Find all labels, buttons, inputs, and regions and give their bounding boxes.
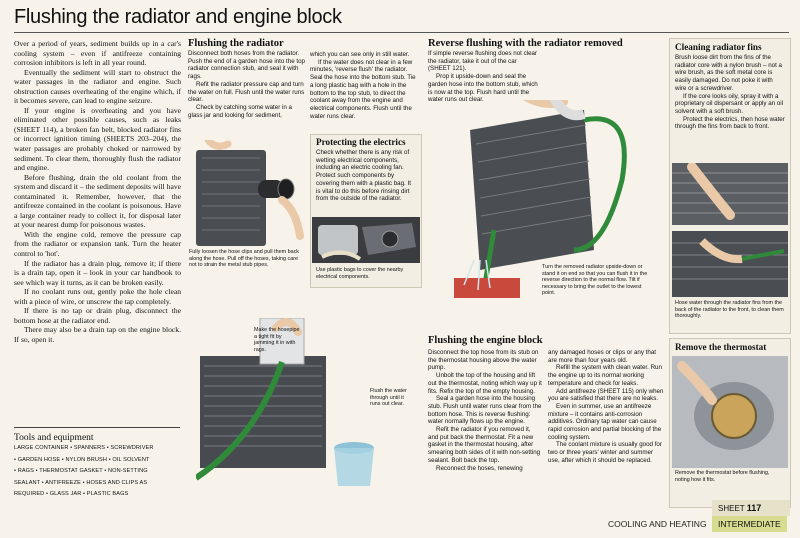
tools-list: LARGE CONTAINER • SPANNERS • SCREWDRIVER…: [14, 443, 180, 501]
sheet-label: SHEET: [718, 504, 745, 513]
intro-paragraph: If your engine is overheating and you ha…: [14, 105, 181, 173]
intro-paragraph: There may also be a drain tap on the eng…: [14, 325, 181, 344]
reverse-flushing-section: Reverse flushing with the radiator remov…: [428, 38, 648, 104]
intro-paragraph: Before flushing, drain the old coolant f…: [14, 172, 181, 230]
thermostat-caption: Remove the thermostat before flushing, n…: [675, 470, 770, 483]
flush-caption: Flush the water through until it runs ou…: [370, 388, 407, 408]
engine-bay-illustration: [312, 217, 420, 263]
hosepipe-caption: Make the hosepipe a tight fit by jamming…: [254, 327, 300, 353]
paragraph: which you can see only in still water.: [310, 51, 410, 58]
paragraph: Refit the radiator pressure cap and turn…: [188, 80, 305, 104]
protecting-caption: Use plastic bags to cover the nearby ele…: [316, 267, 404, 280]
intro-paragraph: If the radiator has a drain plug, remove…: [14, 258, 181, 287]
tools-line: • RAGS • THERMOSTAT GASKET • NON-SETTING: [14, 468, 148, 475]
protecting-electrics-box: Protecting the electrics Check whether t…: [310, 134, 422, 288]
reverse-flushing-text: If simple reverse flushing does not clea…: [428, 50, 538, 104]
radiator-hoses-illustration: [196, 140, 304, 246]
paragraph: Disconnect both hoses from the radiator.…: [188, 50, 305, 81]
difficulty-level-badge: INTERMEDIATE: [712, 516, 787, 532]
thermostat-heading: Remove the thermostat: [675, 342, 767, 352]
reverse-flushing-heading: Reverse flushing with the radiator remov…: [428, 38, 623, 49]
hoses-caption: Fully loosen the hose clips and pull the…: [189, 249, 299, 269]
engine-block-text-col1: Disconnect the top hose from its stub on…: [428, 349, 542, 472]
intro-paragraph: Over a period of years, sediment builds …: [14, 39, 181, 68]
thermostat-box: Remove the thermostat Remove the thermos…: [669, 338, 791, 508]
flushing-radiator-text-col2: which you can see only in still water. I…: [310, 51, 418, 120]
tools-line: REQUIRED • GLASS JAR • PLASTIC BAGS: [14, 491, 129, 498]
tools-heading: Tools and equipment: [14, 433, 94, 443]
sheet-number: 117: [746, 503, 762, 513]
paragraph: If the core looks oily, spray it with a …: [675, 92, 783, 115]
intro-paragraph: If no coolant runs out, gently poke the …: [14, 287, 181, 306]
paragraph: any damaged hoses or clips or any that a…: [548, 349, 657, 364]
intro-paragraph: With the engine cold, remove the pressur…: [14, 229, 181, 259]
flushing-radiator-section: Flushing the radiator Disconnect both ho…: [188, 38, 308, 119]
intro-paragraph: Eventually the sediment will start to ob…: [14, 67, 181, 106]
reverse-flush-caption: Turn the removed radiator upside-down or…: [542, 264, 648, 297]
fins-text: Brush loose dirt from the fins of the ra…: [670, 52, 790, 133]
engine-block-section: Flushing the engine block: [428, 335, 664, 346]
paragraph: Even in summer, use an antifreeze mixtur…: [548, 402, 662, 441]
sheet-number-badge: SHEET 117: [712, 500, 790, 516]
fins-hose-illustration: [672, 231, 788, 297]
hosepipe-radiator-illustration: [196, 318, 374, 486]
page-title: Flushing the radiator and engine block: [14, 6, 342, 28]
protecting-text: Check whether there is any risk of wetti…: [311, 147, 421, 205]
cleaning-fins-box: Cleaning radiator fins Brush loose dirt …: [669, 38, 791, 334]
fins-brush-illustration: [672, 163, 788, 225]
page-footer: SHEET 117 COOLING AND HEATING INTERMEDIA…: [608, 500, 790, 532]
tools-line: • GARDEN HOSE • NYLON BRUSH • OIL SOLVEN…: [14, 456, 150, 463]
paragraph: Add antifreeze (SHEET 115) only when you…: [548, 387, 664, 403]
paragraph: If the water does not clear in a few min…: [310, 58, 416, 120]
protecting-heading: Protecting the electrics: [316, 137, 406, 147]
paragraph: If simple reverse flushing does not clea…: [428, 50, 538, 73]
paragraph: Refill the system with clean water. Run …: [548, 364, 662, 387]
fins-heading: Cleaning radiator fins: [675, 42, 762, 52]
paragraph: Reconnect the hoses, renewing: [436, 464, 523, 472]
tools-line: SEALANT • ANTIFREEZE • HOSES AND CLIPS A…: [14, 479, 148, 486]
fins-caption: Hose water through the radiator fins fro…: [675, 300, 784, 320]
engine-block-heading: Flushing the engine block: [428, 335, 543, 346]
intro-text: Over a period of years, sediment builds …: [14, 39, 181, 345]
intro-paragraph: If there is no tap or drain plug, discon…: [14, 306, 181, 325]
flushing-radiator-text: Disconnect both hoses from the radiator.…: [188, 50, 308, 119]
reverse-flush-radiator-illustration: [454, 100, 627, 298]
section-category: COOLING AND HEATING: [608, 519, 707, 529]
paragraph: Disconnect the top hose from its stub on…: [428, 349, 539, 372]
tools-and-equipment: Tools and equipment LARGE CONTAINER • SP…: [14, 424, 180, 501]
paragraph: The coolant mixture is usually good for …: [548, 441, 662, 464]
paragraph: Unbolt the top of the housing and lift o…: [428, 372, 542, 395]
flushing-radiator-heading: Flushing the radiator: [188, 38, 284, 49]
engine-block-text-col2: any damaged hoses or clips or any that a…: [548, 349, 664, 465]
paragraph: Seal a garden hose into the housing stub…: [428, 395, 542, 426]
paragraph: Prop it upside-down and seal the garden …: [428, 73, 538, 104]
tools-line: LARGE CONTAINER • SPANNERS • SCREWDRIVER: [14, 445, 154, 451]
title-divider: [14, 32, 789, 33]
paragraph: Refit the radiator if you removed it, an…: [428, 426, 541, 464]
paragraph: Check whether there is any risk of wetti…: [316, 149, 411, 203]
paragraph: Brush loose dirt from the fins of the ra…: [675, 54, 782, 92]
tools-divider: [14, 427, 180, 428]
paragraph: Check by catching some water in a glass …: [188, 103, 292, 119]
paragraph: Protect the electrics, then hose water t…: [675, 115, 785, 131]
thermostat-illustration: [672, 356, 788, 468]
